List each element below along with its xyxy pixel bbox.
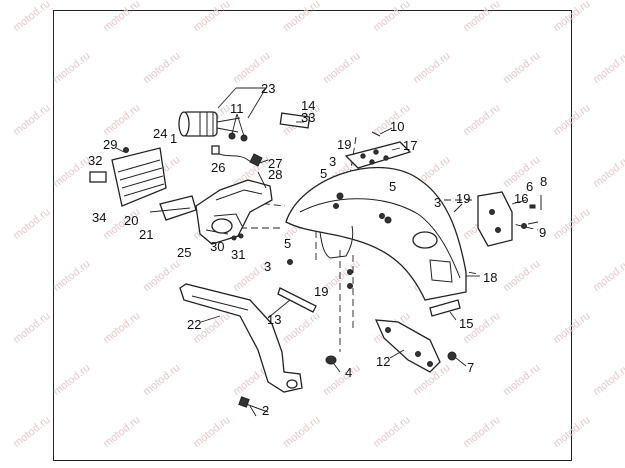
plate-17 bbox=[344, 141, 412, 169]
callout-34: 34 bbox=[92, 210, 106, 225]
callout-27: 27 bbox=[268, 156, 282, 171]
spacer-4 bbox=[325, 355, 337, 365]
plug-26 bbox=[211, 145, 220, 155]
callout-19: 19 bbox=[337, 137, 351, 152]
callout-2: 2 bbox=[262, 403, 269, 418]
callout-32: 32 bbox=[88, 153, 102, 168]
bracket-20-21 bbox=[149, 195, 197, 221]
callout-21: 21 bbox=[139, 227, 153, 242]
callout-33: 33 bbox=[301, 110, 315, 125]
support-12 bbox=[374, 319, 441, 373]
lamp-lens bbox=[178, 111, 190, 137]
callout-5: 5 bbox=[320, 166, 327, 181]
bolt-2 bbox=[238, 396, 269, 413]
callout-25: 25 bbox=[177, 245, 191, 260]
callout-5: 5 bbox=[284, 236, 291, 251]
callout-30: 30 bbox=[210, 239, 224, 254]
callout-14: 14 bbox=[301, 98, 315, 113]
callout-13: 13 bbox=[267, 312, 281, 327]
screw-29 bbox=[123, 147, 129, 153]
callout-3: 3 bbox=[329, 154, 336, 169]
callout-1: 1 bbox=[170, 131, 177, 146]
callout-28: 28 bbox=[268, 167, 282, 182]
rear-fender bbox=[285, 166, 467, 301]
leader-lines bbox=[115, 87, 539, 417]
studs-30-31 bbox=[229, 233, 244, 241]
nut-7 bbox=[447, 351, 457, 361]
callout-23: 23 bbox=[261, 81, 275, 96]
plug-27 bbox=[249, 153, 263, 167]
callout-20: 20 bbox=[124, 213, 138, 228]
bracket-15 bbox=[429, 299, 461, 317]
bracket-16 bbox=[477, 191, 513, 247]
callout-12: 12 bbox=[376, 354, 390, 369]
callout-11: 11 bbox=[230, 101, 244, 116]
nut-9 bbox=[521, 223, 527, 229]
washer-6 bbox=[529, 204, 536, 209]
screw-10 bbox=[371, 131, 381, 137]
fender-strut-22 bbox=[179, 283, 303, 393]
lamp-mount-25 bbox=[195, 179, 273, 245]
callout-19: 19 bbox=[314, 284, 328, 299]
bracket-14-33 bbox=[279, 112, 311, 129]
rod-13 bbox=[277, 287, 317, 313]
callout-5: 5 bbox=[389, 179, 396, 194]
callout-9: 9 bbox=[539, 225, 546, 240]
fasteners bbox=[287, 203, 463, 289]
callout-29: 29 bbox=[103, 137, 117, 152]
callout-24: 24 bbox=[153, 126, 167, 141]
callout-16: 16 bbox=[514, 191, 528, 206]
reflector-32 bbox=[89, 171, 107, 183]
callout-15: 15 bbox=[459, 316, 473, 331]
callout-17: 17 bbox=[403, 138, 417, 153]
callout-18: 18 bbox=[483, 270, 497, 285]
callout-6: 6 bbox=[526, 179, 533, 194]
callout-22: 22 bbox=[187, 317, 201, 332]
callout-8: 8 bbox=[540, 174, 547, 189]
callout-31: 31 bbox=[231, 247, 245, 262]
callout-3: 3 bbox=[434, 195, 441, 210]
wiring-harness bbox=[211, 132, 269, 167]
callout-7: 7 bbox=[467, 360, 474, 375]
callouts: 1 2 3 3 3 4 5 5 5 6 7 8 9 10 11 12 13 14… bbox=[88, 81, 547, 418]
callout-26: 26 bbox=[211, 160, 225, 175]
license-plate-bracket bbox=[89, 147, 167, 207]
callout-19: 19 bbox=[456, 191, 470, 206]
callout-4: 4 bbox=[345, 365, 352, 380]
tail-lamp-assembly bbox=[178, 111, 241, 137]
callout-10: 10 bbox=[390, 119, 404, 134]
callout-3: 3 bbox=[264, 259, 271, 274]
